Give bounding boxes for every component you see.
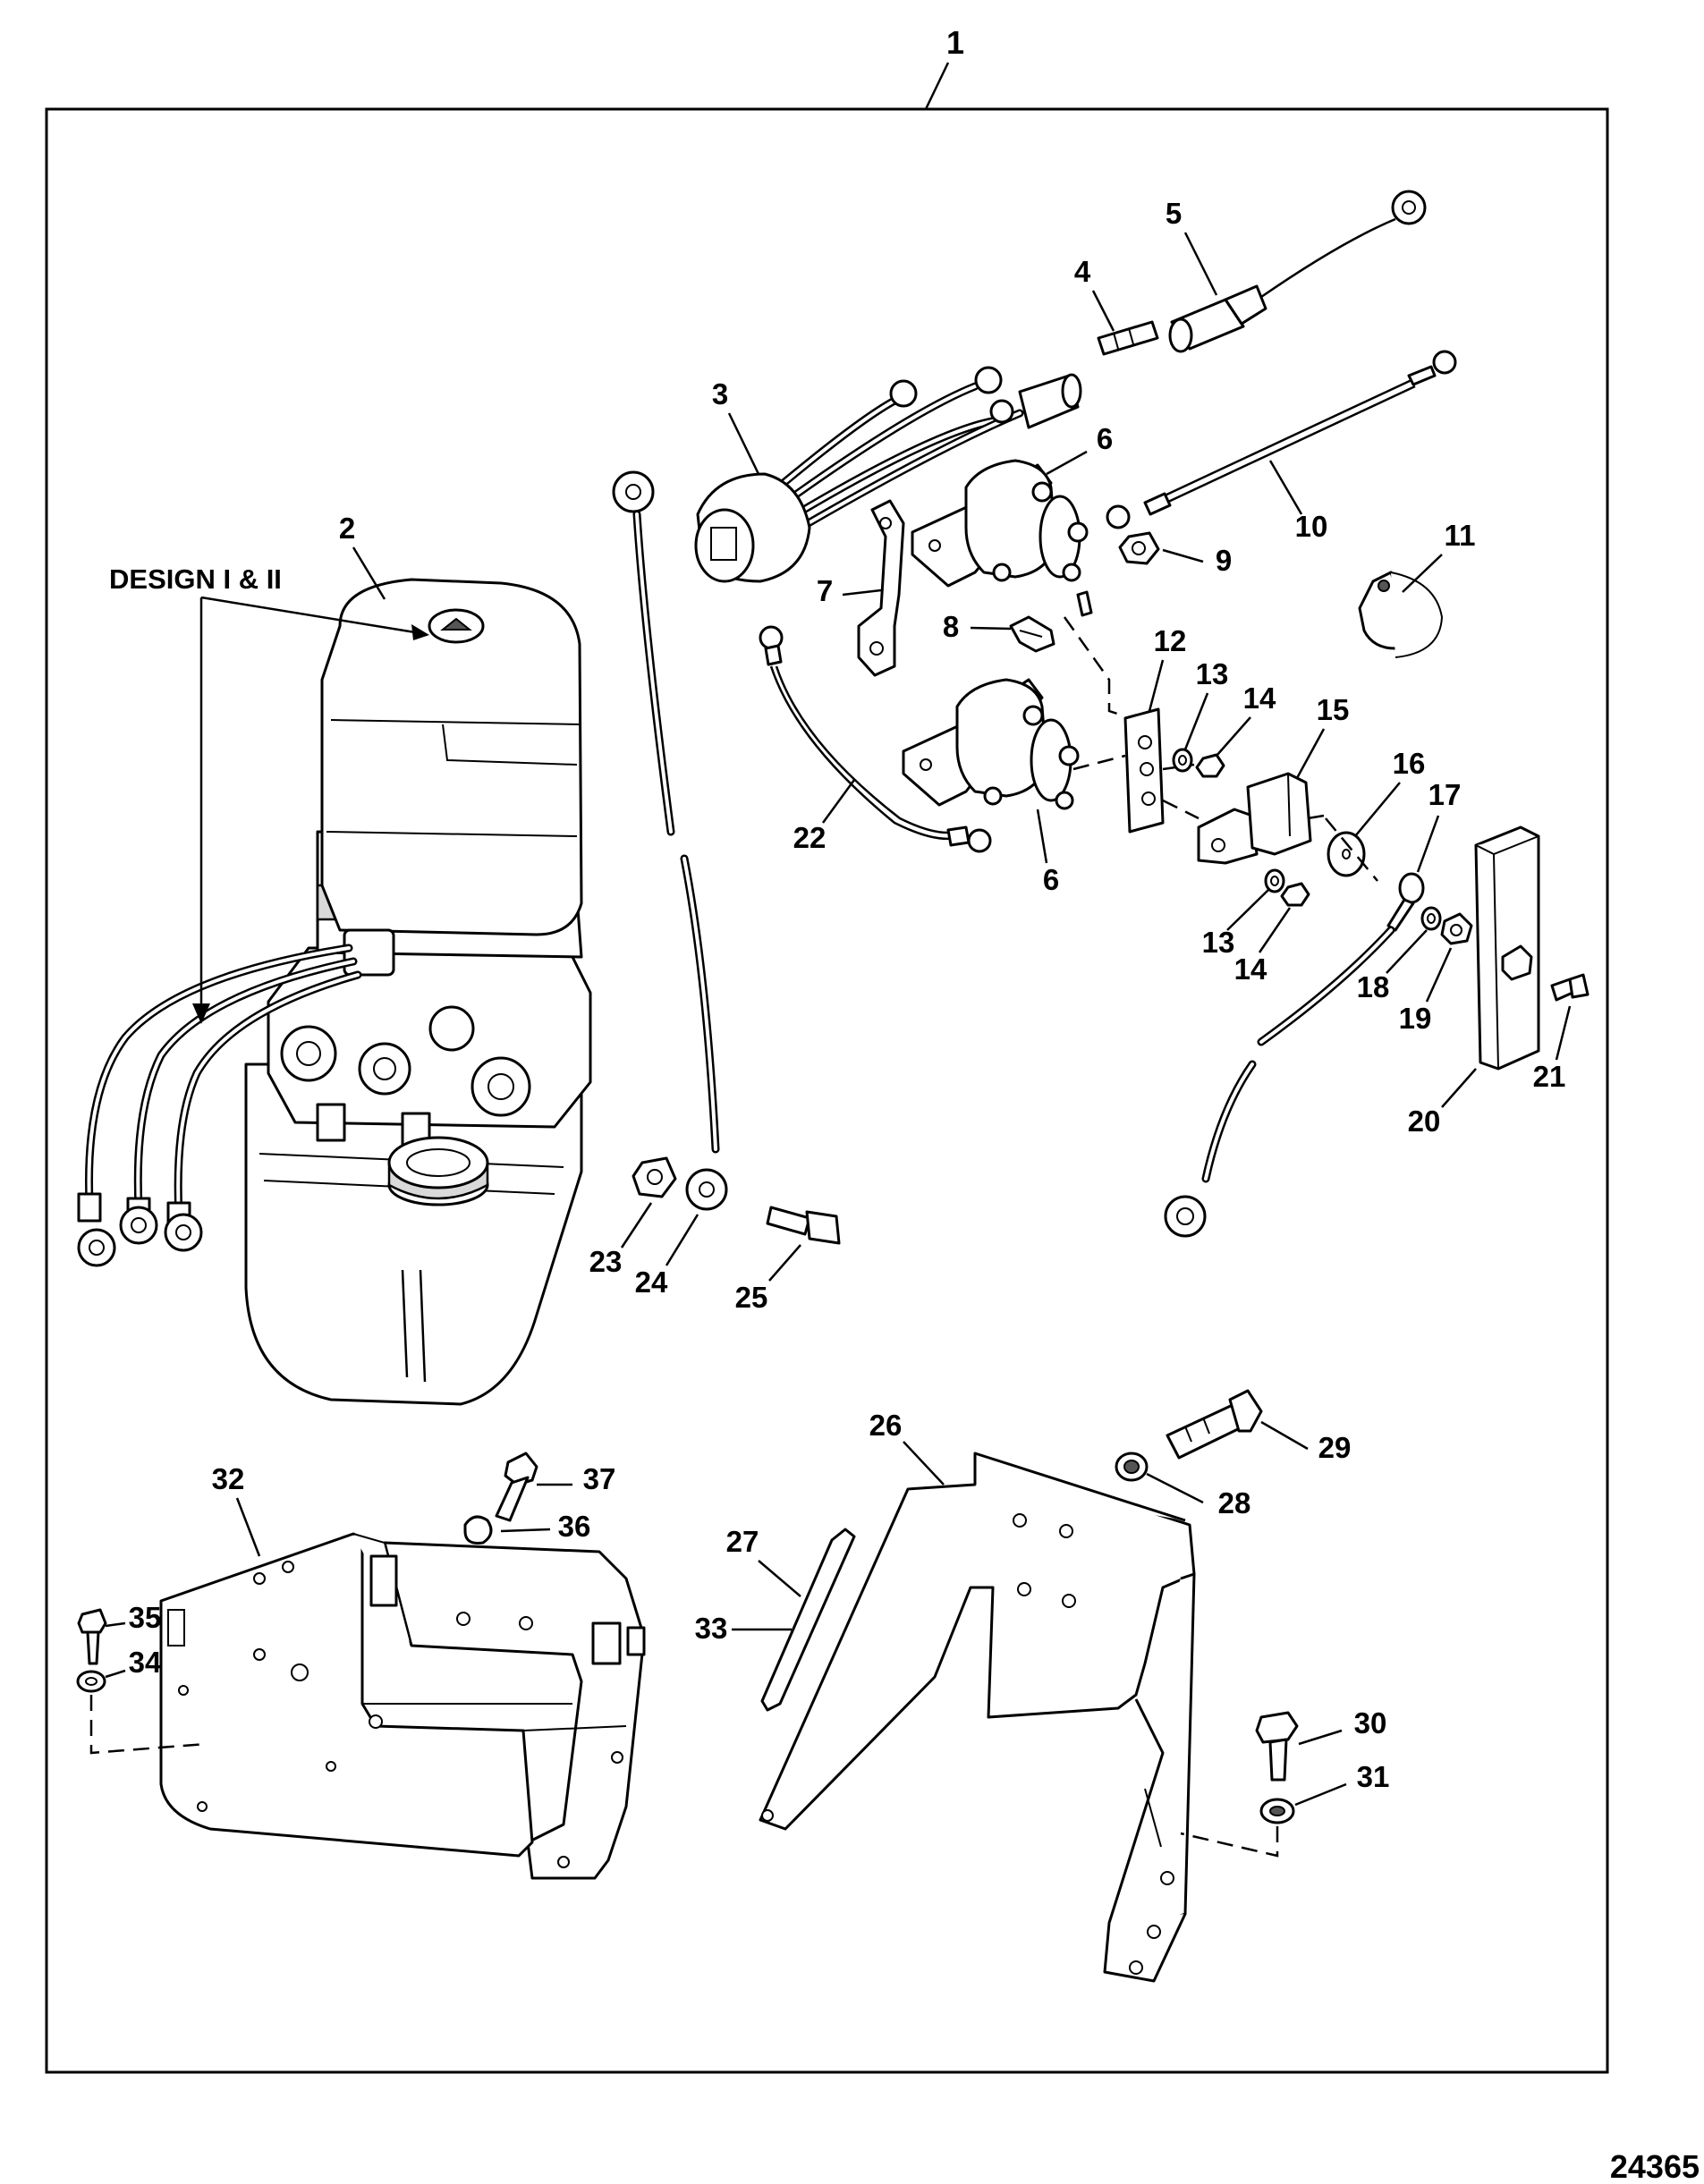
callout-11: 11 [1445,519,1476,552]
wire-grommet [343,928,395,977]
callout-10: 10 [1295,510,1328,543]
pump-motor-assembly [77,578,592,1406]
reservoir-tank [244,1062,583,1406]
callout-16: 16 [1393,747,1426,780]
nut-9 [1118,531,1160,565]
nut-14-upper [1195,753,1225,778]
bolt-30 [1255,1711,1299,1782]
cable-22 [759,625,992,853]
plate-12 [1123,707,1165,834]
washer-16 [1327,831,1366,877]
fuse-holder-cable-5 [1168,190,1427,353]
callout-26: 26 [869,1409,903,1442]
washer-28 [1115,1452,1149,1482]
strip-27 [760,1528,856,1712]
support-bracket-26 [759,1452,1196,1983]
washer-13-lower [1264,868,1285,893]
callout-6-lower: 6 [1043,863,1059,896]
mounting-bracket-32 [159,1532,646,1880]
clamp-11 [1358,571,1444,658]
cable-17 [1164,872,1425,1238]
callout-18: 18 [1357,970,1390,1003]
callout-31: 31 [1357,1760,1390,1793]
solenoid-upper [911,459,1093,617]
bolt-25 [766,1206,841,1245]
callout-14-lower: 14 [1234,952,1267,986]
callout-20: 20 [1408,1105,1441,1138]
callout-7: 7 [817,574,833,607]
screw-21 [1550,973,1590,1002]
terminal-block-20 [1474,825,1540,1071]
callout-13-upper: 13 [1196,657,1229,690]
bolt-37 [495,1452,538,1522]
callout-28: 28 [1218,1486,1251,1519]
nut-19 [1440,912,1473,945]
callout-24: 24 [635,1266,668,1299]
insulator-4 [1097,320,1159,356]
solenoid-lower [902,678,1080,810]
washer-13-upper [1172,748,1193,773]
callout-21: 21 [1533,1060,1566,1093]
assembly-callout: 1 [946,24,964,61]
design-label: DESIGN I & II [109,563,282,595]
assembly-leader [924,62,950,110]
callout-23: 23 [589,1245,623,1278]
callout-25: 25 [735,1281,768,1314]
drawing-reference-number: 24365 [1610,2148,1700,2184]
callout-29: 29 [1318,1431,1352,1464]
nut-23 [632,1156,677,1198]
assembly-frame [45,107,1609,2074]
circuit-breaker-15 [1197,772,1325,865]
cable-10 [1106,350,1457,529]
washer-18 [1420,906,1442,931]
nut-14-lower [1280,882,1310,907]
callout-34: 34 [129,1646,162,1679]
callout-13-lower: 13 [1202,926,1235,959]
callout-4: 4 [1074,255,1091,288]
callout-3: 3 [712,377,728,411]
callout-6-upper: 6 [1097,422,1113,455]
washer-36 [463,1515,493,1545]
callout-19: 19 [1399,1002,1432,1035]
callout-14-upper: 14 [1243,681,1276,715]
callout-27: 27 [726,1525,759,1558]
callout-9: 9 [1216,544,1232,577]
screw-8 [1009,615,1055,653]
bolt-35 [77,1608,107,1665]
callout-35: 35 [129,1601,162,1634]
bolt-29 [1166,1389,1263,1460]
washer-31 [1259,1798,1295,1824]
callout-5: 5 [1166,197,1182,230]
callout-22: 22 [793,821,827,854]
callout-17: 17 [1428,778,1462,811]
callout-12: 12 [1154,624,1187,657]
callout-36: 36 [558,1510,591,1543]
ground-cable [612,470,728,1211]
callout-32: 32 [212,1462,245,1495]
callout-15: 15 [1317,693,1350,726]
callout-2: 2 [339,512,355,545]
callout-37: 37 [583,1462,616,1495]
bracket-7 [857,499,905,677]
washer-34 [76,1670,106,1693]
callout-8: 8 [943,610,959,643]
design-arrow [200,596,421,635]
wiring-harness-connector [694,366,1082,583]
pump-fitting [428,1005,475,1052]
callout-33: 33 [695,1612,728,1645]
callout-30: 30 [1354,1706,1387,1740]
